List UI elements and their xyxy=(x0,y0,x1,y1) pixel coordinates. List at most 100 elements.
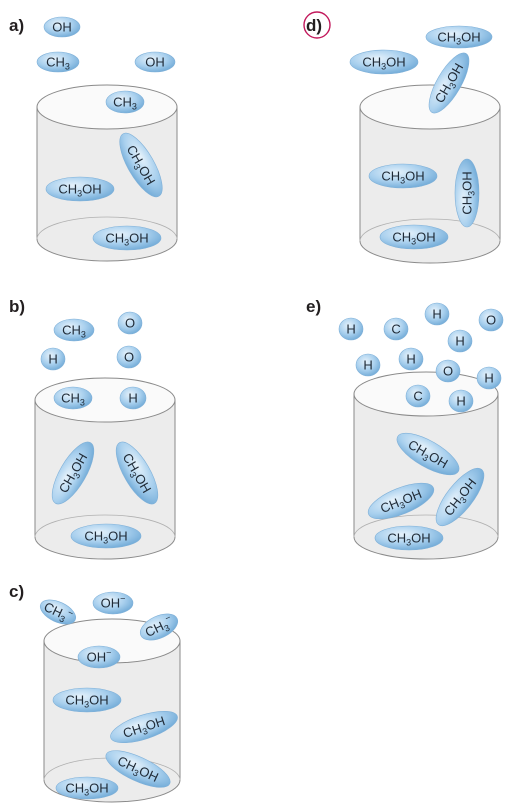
particle-formula: H xyxy=(363,358,372,373)
particle-formula: CH3 xyxy=(62,323,86,340)
selected-answer-ring xyxy=(303,11,331,39)
particle: CH3OH xyxy=(115,441,159,505)
panel-label[interactable]: c) xyxy=(9,582,24,601)
particle: C xyxy=(383,317,409,341)
particle: H xyxy=(338,317,364,341)
particle: OH− xyxy=(77,645,121,669)
beaker-body xyxy=(34,399,176,560)
particle: CH3 xyxy=(53,318,95,342)
particle-blob xyxy=(45,176,115,202)
particle: CH3OH xyxy=(105,750,171,788)
particle-blob xyxy=(105,90,145,114)
particle-formula: OH− xyxy=(101,594,126,611)
particle-formula: C xyxy=(413,389,422,404)
panel-label[interactable]: b) xyxy=(9,297,25,316)
particle: OH xyxy=(43,16,81,38)
particle: H xyxy=(448,389,474,413)
panel-label[interactable]: d) xyxy=(306,16,322,35)
beaker-base-line xyxy=(36,216,178,240)
particle: CH3− xyxy=(39,597,77,627)
particle: OH xyxy=(134,51,176,73)
particle-formula: CH3OH xyxy=(114,753,160,787)
beaker-rim xyxy=(36,84,178,130)
particle: CH3 xyxy=(105,90,145,114)
particle-formula: H xyxy=(128,391,137,406)
particle-blob xyxy=(134,51,176,73)
particle-blob xyxy=(447,329,473,353)
particle: O xyxy=(435,359,461,383)
particle-blob xyxy=(117,311,143,335)
particle-blob xyxy=(367,482,435,520)
particle-blob xyxy=(405,384,431,408)
particle: H xyxy=(424,302,450,326)
particle: CH3OH xyxy=(428,52,470,114)
particle-formula: CH3OH xyxy=(65,693,108,710)
particle-formula: H xyxy=(456,394,465,409)
particle-blob xyxy=(454,158,480,228)
particle-blob xyxy=(119,386,147,410)
particle: CH3OH xyxy=(55,776,119,800)
particle-formula: H xyxy=(48,352,57,367)
particle-formula: O xyxy=(486,313,496,328)
particle: CH3OH xyxy=(368,163,438,189)
particle: CH3OH xyxy=(70,523,142,549)
particle: O xyxy=(478,308,504,332)
particle-formula: CH3OH xyxy=(362,55,405,72)
particle-blob xyxy=(77,645,121,669)
particle-formula: CH3 xyxy=(61,391,85,408)
particle-blob xyxy=(70,523,142,549)
particle-blob xyxy=(119,132,163,198)
particle-blob xyxy=(105,750,171,788)
particle: CH3OH xyxy=(52,687,122,713)
particle: O xyxy=(116,345,142,369)
particle-formula: CH3OH xyxy=(378,486,425,518)
particle: CH3OH xyxy=(51,441,95,505)
particle: C xyxy=(405,384,431,408)
particle-formula: CH3OH xyxy=(392,230,435,247)
particle-formula: CH3OH xyxy=(65,781,108,798)
particle-formula: OH− xyxy=(87,648,112,665)
particle-blob xyxy=(428,52,470,114)
particle-formula: H xyxy=(455,334,464,349)
particle-blob xyxy=(349,49,419,75)
particle-formula: OH xyxy=(145,55,165,70)
beaker-base-line xyxy=(353,514,499,538)
particle: H xyxy=(398,347,424,371)
particle: CH3OH xyxy=(110,710,178,744)
particle-blob xyxy=(39,599,77,625)
particle-blob xyxy=(53,386,93,410)
particle: OH− xyxy=(92,591,134,615)
particle-blob xyxy=(40,347,66,371)
particle-blob xyxy=(396,432,460,476)
panel-label[interactable]: e) xyxy=(306,297,321,316)
particle-formula: OH xyxy=(52,20,72,35)
particle-formula: H xyxy=(484,371,493,386)
particle: CH3OH xyxy=(396,432,460,476)
particle-formula: CH3OH xyxy=(387,531,430,548)
particle-formula: H xyxy=(406,352,415,367)
particle-blob xyxy=(424,302,450,326)
particle-blob xyxy=(115,441,159,505)
particle: O xyxy=(117,311,143,335)
particle-blob xyxy=(110,710,178,744)
particle-blob xyxy=(338,317,364,341)
particle-blob xyxy=(92,225,162,251)
particle: CH3OH xyxy=(379,224,449,250)
particle-blob xyxy=(476,366,502,390)
particle-formula: CH3− xyxy=(142,612,176,642)
panel-c: c) CH3− OH− CH3− OH− CH3OH CH3OH CH3OH CH3OH xyxy=(9,582,181,803)
particle-formula: H xyxy=(346,322,355,337)
particle-formula: O xyxy=(124,350,134,365)
particle-blob xyxy=(374,525,444,551)
particle-formula: CH3− xyxy=(41,597,75,627)
particle-formula: CH3OH xyxy=(121,713,167,743)
beaker-base-line xyxy=(359,218,501,242)
panel-label[interactable]: a) xyxy=(9,16,24,35)
particle: CH3− xyxy=(139,612,179,642)
particle-blob xyxy=(425,25,493,49)
particle: CH3OH xyxy=(92,225,162,251)
